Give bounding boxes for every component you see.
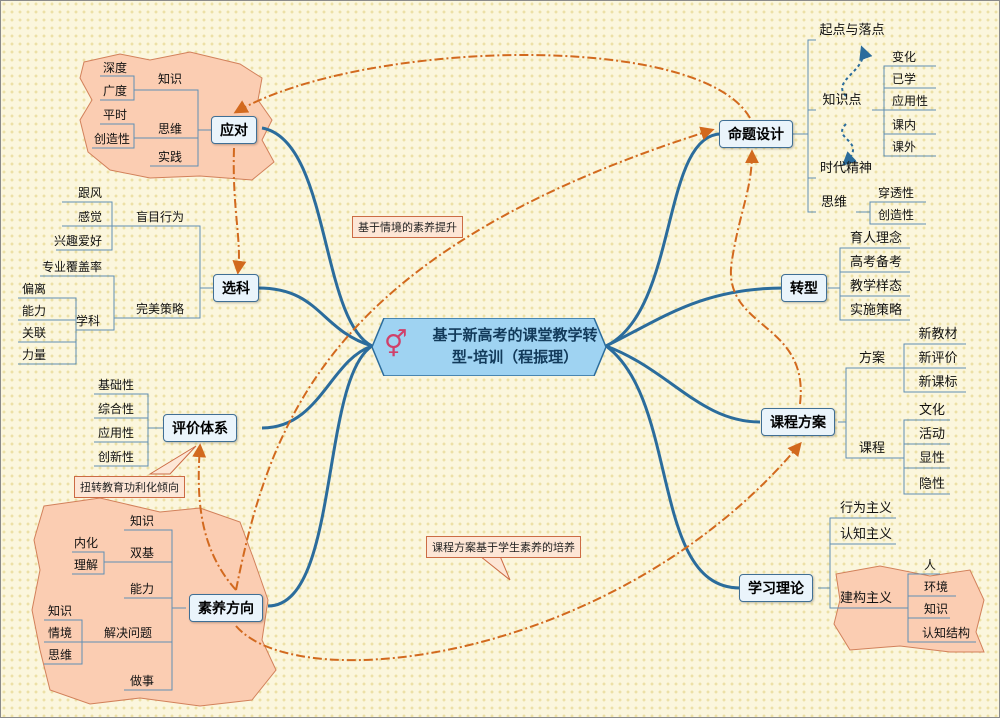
node-yuren[interactable]: 育人理念 (849, 231, 903, 246)
branch-kecheng[interactable]: 课程方案 (761, 408, 835, 436)
node-yingdui-zhishi[interactable]: 知识 (157, 72, 183, 86)
boundary-jiangou (833, 565, 985, 653)
node-pianli[interactable]: 偏离 (21, 282, 47, 296)
node-liliang[interactable]: 力量 (21, 348, 47, 362)
node-nengli[interactable]: 能力 (21, 304, 47, 318)
node-shishi[interactable]: 实施策略 (849, 303, 903, 318)
node-zhishidian[interactable]: 知识点 (822, 93, 862, 108)
node-ganjue[interactable]: 感觉 (77, 210, 103, 224)
node-gaokao[interactable]: 高考备考 (849, 255, 903, 270)
central-topic-title: 基于新高考的课堂教学转 型-培训（程振理） (430, 324, 600, 368)
node-bianhua[interactable]: 变化 (891, 50, 917, 64)
node-pingshi[interactable]: 平时 (102, 108, 128, 122)
node-zuoshi[interactable]: 做事 (129, 674, 155, 688)
branch-xuanke[interactable]: 选科 (213, 274, 259, 302)
node-zhuanye[interactable]: 专业覆盖率 (41, 260, 103, 274)
node-xianxing[interactable]: 显性 (918, 451, 946, 466)
node-huodong[interactable]: 活动 (918, 427, 946, 442)
node-xinkebiao[interactable]: 新课标 (918, 375, 958, 390)
node-zongkexing[interactable]: 综合性 (97, 402, 135, 416)
node-jiejue[interactable]: 解决问题 (103, 626, 153, 640)
node-qidian[interactable]: 起点与落点 (819, 23, 885, 38)
node-guanlian[interactable]: 关联 (21, 326, 47, 340)
node-chuangxinxing[interactable]: 创新性 (97, 450, 135, 464)
node-chuantouxing[interactable]: 穿透性 (877, 186, 915, 200)
branch-yingdui[interactable]: 应对 (211, 116, 257, 144)
node-fangan[interactable]: 方案 (858, 351, 886, 366)
node-jiangou-zhishi[interactable]: 知识 (923, 602, 949, 616)
node-wenhua[interactable]: 文化 (918, 403, 946, 418)
central-topic[interactable]: ⚥ 基于新高考的课堂教学转 型-培训（程振理） (372, 318, 606, 376)
node-lijie[interactable]: 理解 (73, 558, 99, 572)
node-wanmei[interactable]: 完美策略 (135, 302, 185, 316)
node-xingwei[interactable]: 行为主义 (839, 501, 893, 516)
node-mingti-chuangzaoxing[interactable]: 创造性 (877, 208, 915, 222)
node-guangdu[interactable]: 广度 (102, 84, 128, 98)
node-jiejue-zhishi[interactable]: 知识 (47, 604, 73, 618)
branch-pingjia[interactable]: 评价体系 (163, 414, 237, 442)
node-chuangzaoxing[interactable]: 创造性 (93, 132, 131, 146)
node-kewai[interactable]: 课外 (891, 140, 917, 154)
node-kc[interactable]: 课程 (858, 441, 886, 456)
node-jichuxing[interactable]: 基础性 (97, 378, 135, 392)
node-jiaoxue[interactable]: 教学样态 (849, 279, 903, 294)
node-xinjiaocai[interactable]: 新教材 (918, 327, 958, 342)
node-kenei[interactable]: 课内 (891, 118, 917, 132)
knowledge-flow-arrows (841, 45, 873, 166)
node-renzhijiegou[interactable]: 认知结构 (921, 626, 971, 640)
node-huanjing[interactable]: 环境 (923, 580, 949, 594)
callout-niuzhuan[interactable]: 扭转教育功利化倾向 (74, 476, 185, 498)
callout-kecheng-jiyu[interactable]: 课程方案基于学生素养的培养 (426, 536, 581, 558)
node-yinxing[interactable]: 隐性 (918, 477, 946, 492)
node-xueke[interactable]: 学科 (75, 314, 101, 328)
node-jiangou[interactable]: 建构主义 (839, 591, 893, 606)
node-renzhi[interactable]: 认知主义 (839, 527, 893, 542)
gender-symbol-icon: ⚥ (384, 330, 408, 360)
relation-lines (192, 54, 802, 662)
node-mingti-siwei[interactable]: 思维 (820, 195, 848, 210)
node-mangmu[interactable]: 盲目行为 (135, 210, 185, 224)
branch-suyang[interactable]: 素养方向 (189, 594, 263, 622)
node-shuangji[interactable]: 双基 (129, 546, 155, 560)
branch-xuexi[interactable]: 学习理论 (739, 574, 813, 602)
callout-qingjing[interactable]: 基于情境的素养提升 (352, 216, 463, 238)
callout-pointer-niuzhuan (148, 445, 197, 475)
node-qingjing[interactable]: 情境 (47, 626, 73, 640)
callout-pointer-kecheng (478, 555, 511, 581)
central-topic-line2: 型-培训（程振理） (451, 348, 579, 366)
node-xingqu[interactable]: 兴趣爱好 (53, 234, 103, 248)
node-neihua[interactable]: 内化 (73, 536, 99, 550)
node-suyang-nengli[interactable]: 能力 (129, 582, 155, 596)
node-shidai[interactable]: 时代精神 (819, 161, 873, 176)
branch-mingti[interactable]: 命题设计 (719, 120, 793, 148)
node-yingyongxing[interactable]: 应用性 (97, 426, 135, 440)
node-yingdui-siwei[interactable]: 思维 (157, 122, 183, 136)
node-shendu[interactable]: 深度 (102, 61, 128, 75)
main-branches (257, 126, 785, 608)
branch-zhuanxing[interactable]: 转型 (781, 274, 827, 302)
sub-lines (18, 39, 976, 691)
node-suyang-zhishi[interactable]: 知识 (129, 514, 155, 528)
central-topic-shape (372, 318, 606, 376)
node-ren[interactable]: 人 (923, 558, 937, 572)
node-yixue[interactable]: 已学 (891, 72, 917, 86)
node-genfeng[interactable]: 跟风 (77, 186, 103, 200)
node-xinpingjia[interactable]: 新评价 (918, 351, 958, 366)
node-shijian[interactable]: 实践 (157, 150, 183, 164)
node-zsd-yingyongxing[interactable]: 应用性 (891, 94, 929, 108)
central-topic-line1: 基于新高考的课堂教学转 (432, 326, 598, 344)
node-jiejue-siwei[interactable]: 思维 (47, 648, 73, 662)
